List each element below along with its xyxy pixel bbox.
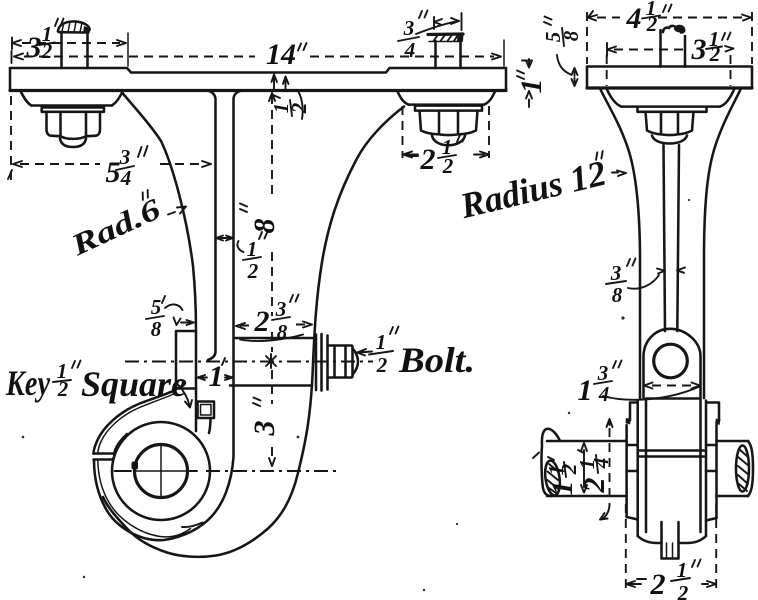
svg-text:3: 3: [610, 261, 622, 285]
svg-text:Key: Key: [5, 363, 51, 403]
svg-text:Rad.6: Rad.6: [65, 193, 165, 263]
svg-text:1: 1: [57, 359, 68, 383]
svg-text:8: 8: [559, 30, 583, 41]
svg-text:3: 3: [403, 16, 415, 40]
svg-text:1: 1: [376, 330, 387, 354]
svg-text:3: 3: [119, 145, 131, 169]
svg-text:14: 14: [266, 38, 296, 71]
svg-text:1: 1: [544, 465, 568, 476]
svg-text:2: 2: [650, 568, 666, 600]
svg-text:5: 5: [106, 156, 121, 189]
svg-text:1: 1: [247, 237, 258, 261]
svg-text:2: 2: [254, 305, 270, 338]
svg-text:1: 1: [42, 22, 53, 46]
svg-text:3: 3: [26, 31, 42, 64]
svg-text:4: 4: [626, 2, 642, 35]
svg-text:4: 4: [598, 382, 610, 406]
svg-text:1: 1: [209, 360, 224, 393]
svg-text:3: 3: [691, 33, 707, 66]
svg-text:2: 2: [41, 39, 53, 63]
svg-text:1: 1: [677, 558, 688, 582]
svg-text:2: 2: [677, 581, 689, 600]
svg-text:1: 1: [269, 103, 293, 114]
svg-text:3: 3: [597, 361, 609, 385]
svg-text:Radius 12: Radius 12: [456, 153, 610, 227]
svg-text:2: 2: [578, 478, 611, 494]
svg-text:1: 1: [442, 135, 453, 159]
svg-text:1: 1: [575, 459, 599, 470]
svg-text:8: 8: [277, 320, 288, 344]
svg-text:2: 2: [57, 377, 69, 401]
svg-text:3: 3: [275, 297, 287, 321]
svg-text:Square: Square: [81, 364, 187, 404]
svg-text:8: 8: [612, 283, 623, 307]
svg-text:2: 2: [709, 42, 721, 66]
svg-text:1: 1: [515, 79, 548, 94]
svg-text:2: 2: [420, 143, 436, 176]
svg-text:Bolt.: Bolt.: [398, 340, 475, 380]
svg-text:2: 2: [376, 353, 388, 377]
svg-text:2: 2: [247, 259, 259, 283]
svg-text:4: 4: [404, 38, 416, 62]
svg-text:2: 2: [557, 463, 581, 475]
svg-text:1: 1: [709, 27, 720, 51]
svg-text:8: 8: [248, 219, 281, 234]
svg-text:3: 3: [248, 421, 281, 437]
svg-text:2: 2: [646, 12, 658, 36]
svg-text:4: 4: [589, 458, 613, 470]
svg-text:5: 5: [541, 32, 565, 43]
svg-text:1: 1: [646, 0, 657, 20]
svg-text:2: 2: [287, 102, 311, 114]
svg-text:8: 8: [151, 317, 162, 341]
svg-text:4: 4: [120, 166, 132, 190]
svg-text:5: 5: [151, 295, 162, 319]
svg-text:2: 2: [442, 154, 454, 178]
svg-text:1: 1: [578, 374, 593, 407]
svg-text:1: 1: [546, 481, 579, 496]
